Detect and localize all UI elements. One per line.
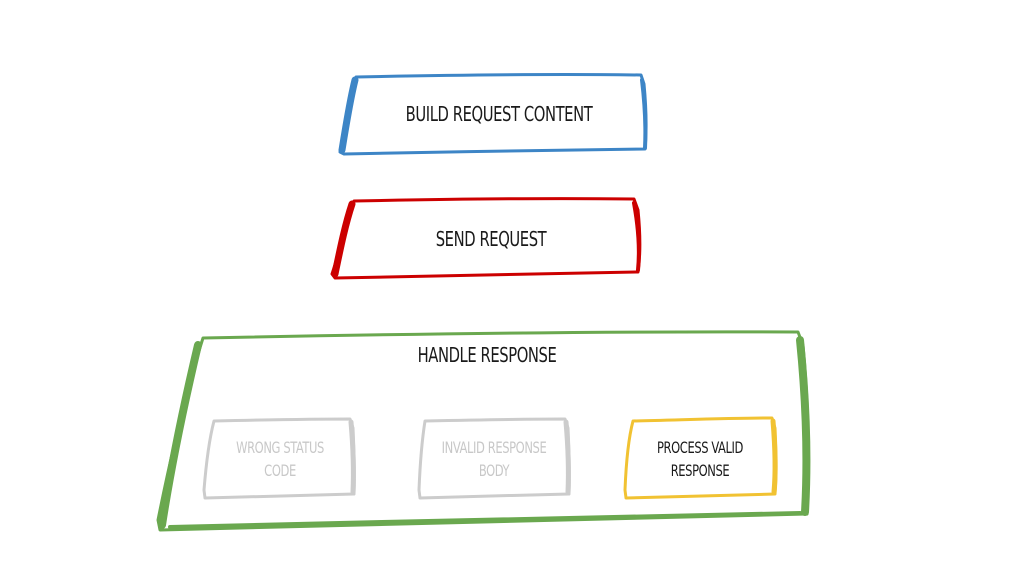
build-request-accent-right [640,78,648,150]
handle-response-label: HANDLE RESPONSE [417,343,557,367]
invalid-body-line-2: BODY [478,461,510,480]
wrong-status-line-2: CODE [264,461,296,480]
wrong-status-line-1: WRONG STATUS [236,438,324,457]
process-valid-box [623,416,778,500]
process-valid-line-2: RESPONSE [670,461,730,480]
send-request-box [330,197,642,280]
invalid-body-label: INVALID RESPONSE BODY [430,436,558,482]
send-request-label: SEND REQUEST [435,227,547,251]
build-request-accent [338,76,359,154]
invalid-body-line-1: INVALID RESPONSE [441,438,547,457]
handle-response-accent-left [158,341,202,529]
handle-response-accent-right [796,336,811,516]
build-request-label: BUILD REQUEST CONTENT [405,102,593,126]
handle-response-box [156,330,811,532]
invalid-body-box [417,417,571,500]
process-valid-line-1: PROCESS VALID [656,438,743,457]
send-request-accent-right [632,201,641,272]
wrong-status-box [202,417,356,500]
handle-response-accent-bottom [168,511,802,529]
send-request-accent [331,200,356,278]
invalid-body-accent [563,419,571,495]
process-valid-label: PROCESS VALID RESPONSE [640,436,760,482]
wrong-status-label: WRONG STATUS CODE [224,436,336,482]
process-valid-accent [770,418,778,495]
build-request-box [338,73,648,156]
wrong-status-accent [348,419,356,495]
